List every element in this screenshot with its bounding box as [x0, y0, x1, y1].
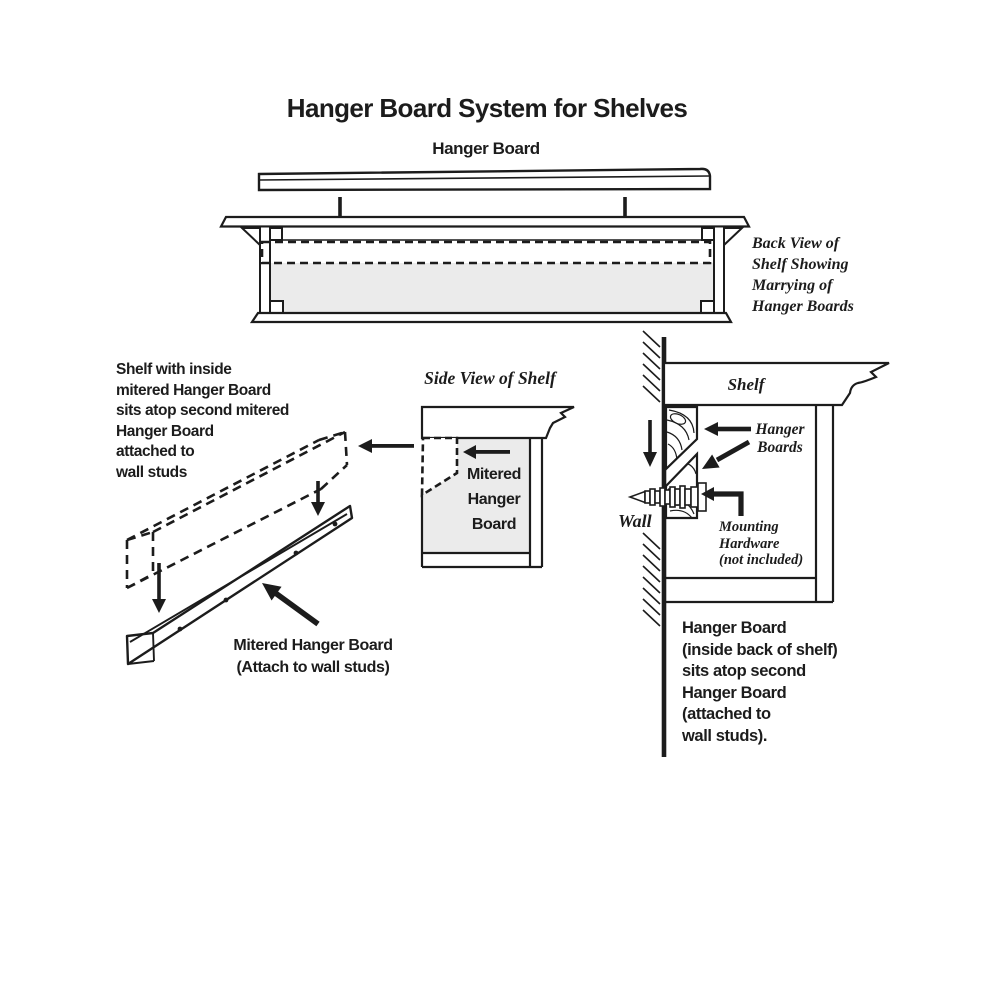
note-line: Shelf with inside — [116, 361, 232, 378]
label-line: Mitered — [466, 466, 522, 483]
mounting-hardware-label: Mounting Hardware (not included) — [719, 519, 803, 569]
side-view-board-arrow — [463, 445, 510, 459]
label-line: Board — [471, 516, 517, 533]
label-line: Boards — [757, 439, 803, 456]
caption-line: Shelf Showing — [752, 256, 849, 273]
caption-line: Marrying of — [752, 277, 833, 294]
wall-down-arrow — [643, 420, 657, 467]
married-hanger-board-dashed — [260, 240, 712, 265]
note-line: wall studs — [116, 463, 187, 481]
note-line: wall studs). — [682, 726, 768, 745]
label-line: Hanger — [755, 421, 805, 438]
lower-arrow-left — [152, 563, 166, 613]
left-note: Shelf with inside mitered Hanger Board s… — [116, 360, 289, 483]
mitered-board-label-arrow — [262, 583, 320, 627]
side-view-title: Side View of Shelf — [424, 368, 556, 388]
hanger-boards-label: Hanger Boards — [730, 421, 830, 457]
hanger-boards-arrow-lower — [702, 439, 751, 469]
page-title: Hanger Board System for Shelves — [286, 93, 688, 123]
note-line: (inside back of shelf) — [682, 640, 838, 659]
reference-arrow — [358, 439, 414, 453]
shelf-back-view — [219, 215, 751, 324]
note-line: Hanger Board — [116, 422, 214, 440]
shelf-crown-profile — [662, 361, 890, 407]
shelf-top-profile — [420, 405, 575, 440]
wall-shelf-side-view — [627, 361, 890, 604]
mitered-board-caption: Mitered Hanger Board (Attach to wall stu… — [183, 635, 443, 679]
note-line: mitered Hanger Board — [116, 381, 271, 399]
caption-line: Hanger Boards — [752, 298, 854, 315]
note-line: (attached to — [682, 705, 771, 724]
side-view-diagram — [420, 405, 575, 569]
caption-line: Back View of — [752, 235, 840, 252]
label-line: Mounting — [719, 519, 779, 535]
caption-line: (Attach to wall studs) — [236, 659, 390, 676]
hanger-board-strip — [257, 167, 712, 192]
note-line: sits atop second mitered — [116, 402, 290, 419]
lower-arrow-right — [311, 481, 325, 516]
wall-label: Wall — [618, 511, 652, 531]
note-line: Hanger Board — [682, 683, 787, 702]
mitered-board-cross-section-dashed — [420, 436, 459, 498]
mitered-board-3d-dashed — [125, 430, 349, 590]
hanger-board-label: Hanger Board — [432, 139, 540, 158]
label-line: Hanger — [467, 491, 521, 508]
back-view-caption: Back View of Shelf Showing Marrying of H… — [752, 233, 854, 317]
note-line: sits atop second — [682, 662, 806, 681]
mitered-hanger-board-label: Mitered Hanger Board — [434, 462, 554, 537]
wall-section — [642, 330, 667, 757]
hanger-boards-arrow-upper — [704, 422, 751, 436]
label-line: Hardware — [719, 535, 780, 552]
caption-line: Mitered Hanger Board — [233, 637, 393, 654]
right-note: Hanger Board (inside back of shelf) sits… — [682, 618, 838, 748]
label-line: (not included) — [719, 552, 804, 568]
wall-hatching-bottom — [642, 532, 661, 627]
shelf-label: Shelf — [727, 375, 765, 394]
wall-hatching-top — [642, 330, 661, 403]
note-line: Hanger Board — [682, 619, 787, 637]
note-line: attached to — [116, 443, 195, 460]
mitered-board-3d-solid — [125, 504, 354, 666]
hanger-board-block-upper — [664, 405, 699, 472]
mounting-hardware-arrow — [701, 487, 744, 516]
screw-icon — [627, 482, 707, 512]
